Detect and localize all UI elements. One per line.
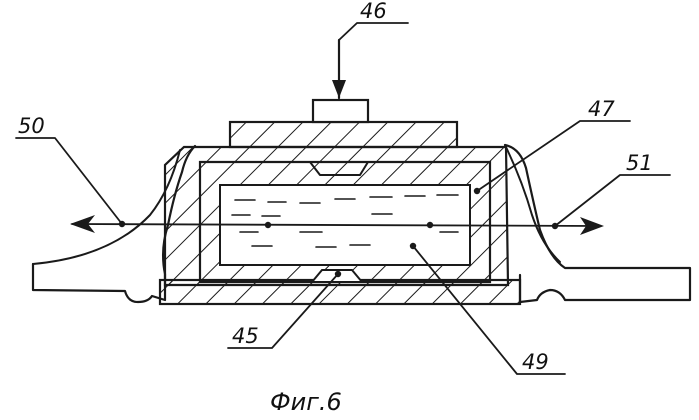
label-49: 49 — [522, 350, 549, 374]
figure-caption: Фиг.6 — [270, 388, 342, 416]
right-support-inner-curve — [505, 145, 560, 262]
point-left-inner — [265, 222, 271, 228]
leader-50 — [16, 138, 122, 224]
label-45: 45 — [232, 324, 259, 348]
leader-51 — [555, 175, 670, 226]
label-46: 46 — [360, 0, 387, 23]
label-51: 51 — [626, 151, 653, 175]
force-arrow-head — [332, 80, 346, 98]
bottom-plate — [160, 280, 520, 304]
top-plate — [230, 122, 457, 147]
label-50: 50 — [18, 114, 45, 138]
point-center — [427, 222, 433, 228]
punch — [313, 100, 368, 122]
leader-46 — [339, 23, 408, 40]
label-47: 47 — [588, 97, 615, 121]
wave-axis — [72, 224, 600, 226]
right-support-outline — [505, 145, 690, 302]
left-support-inner-curve — [33, 150, 180, 264]
